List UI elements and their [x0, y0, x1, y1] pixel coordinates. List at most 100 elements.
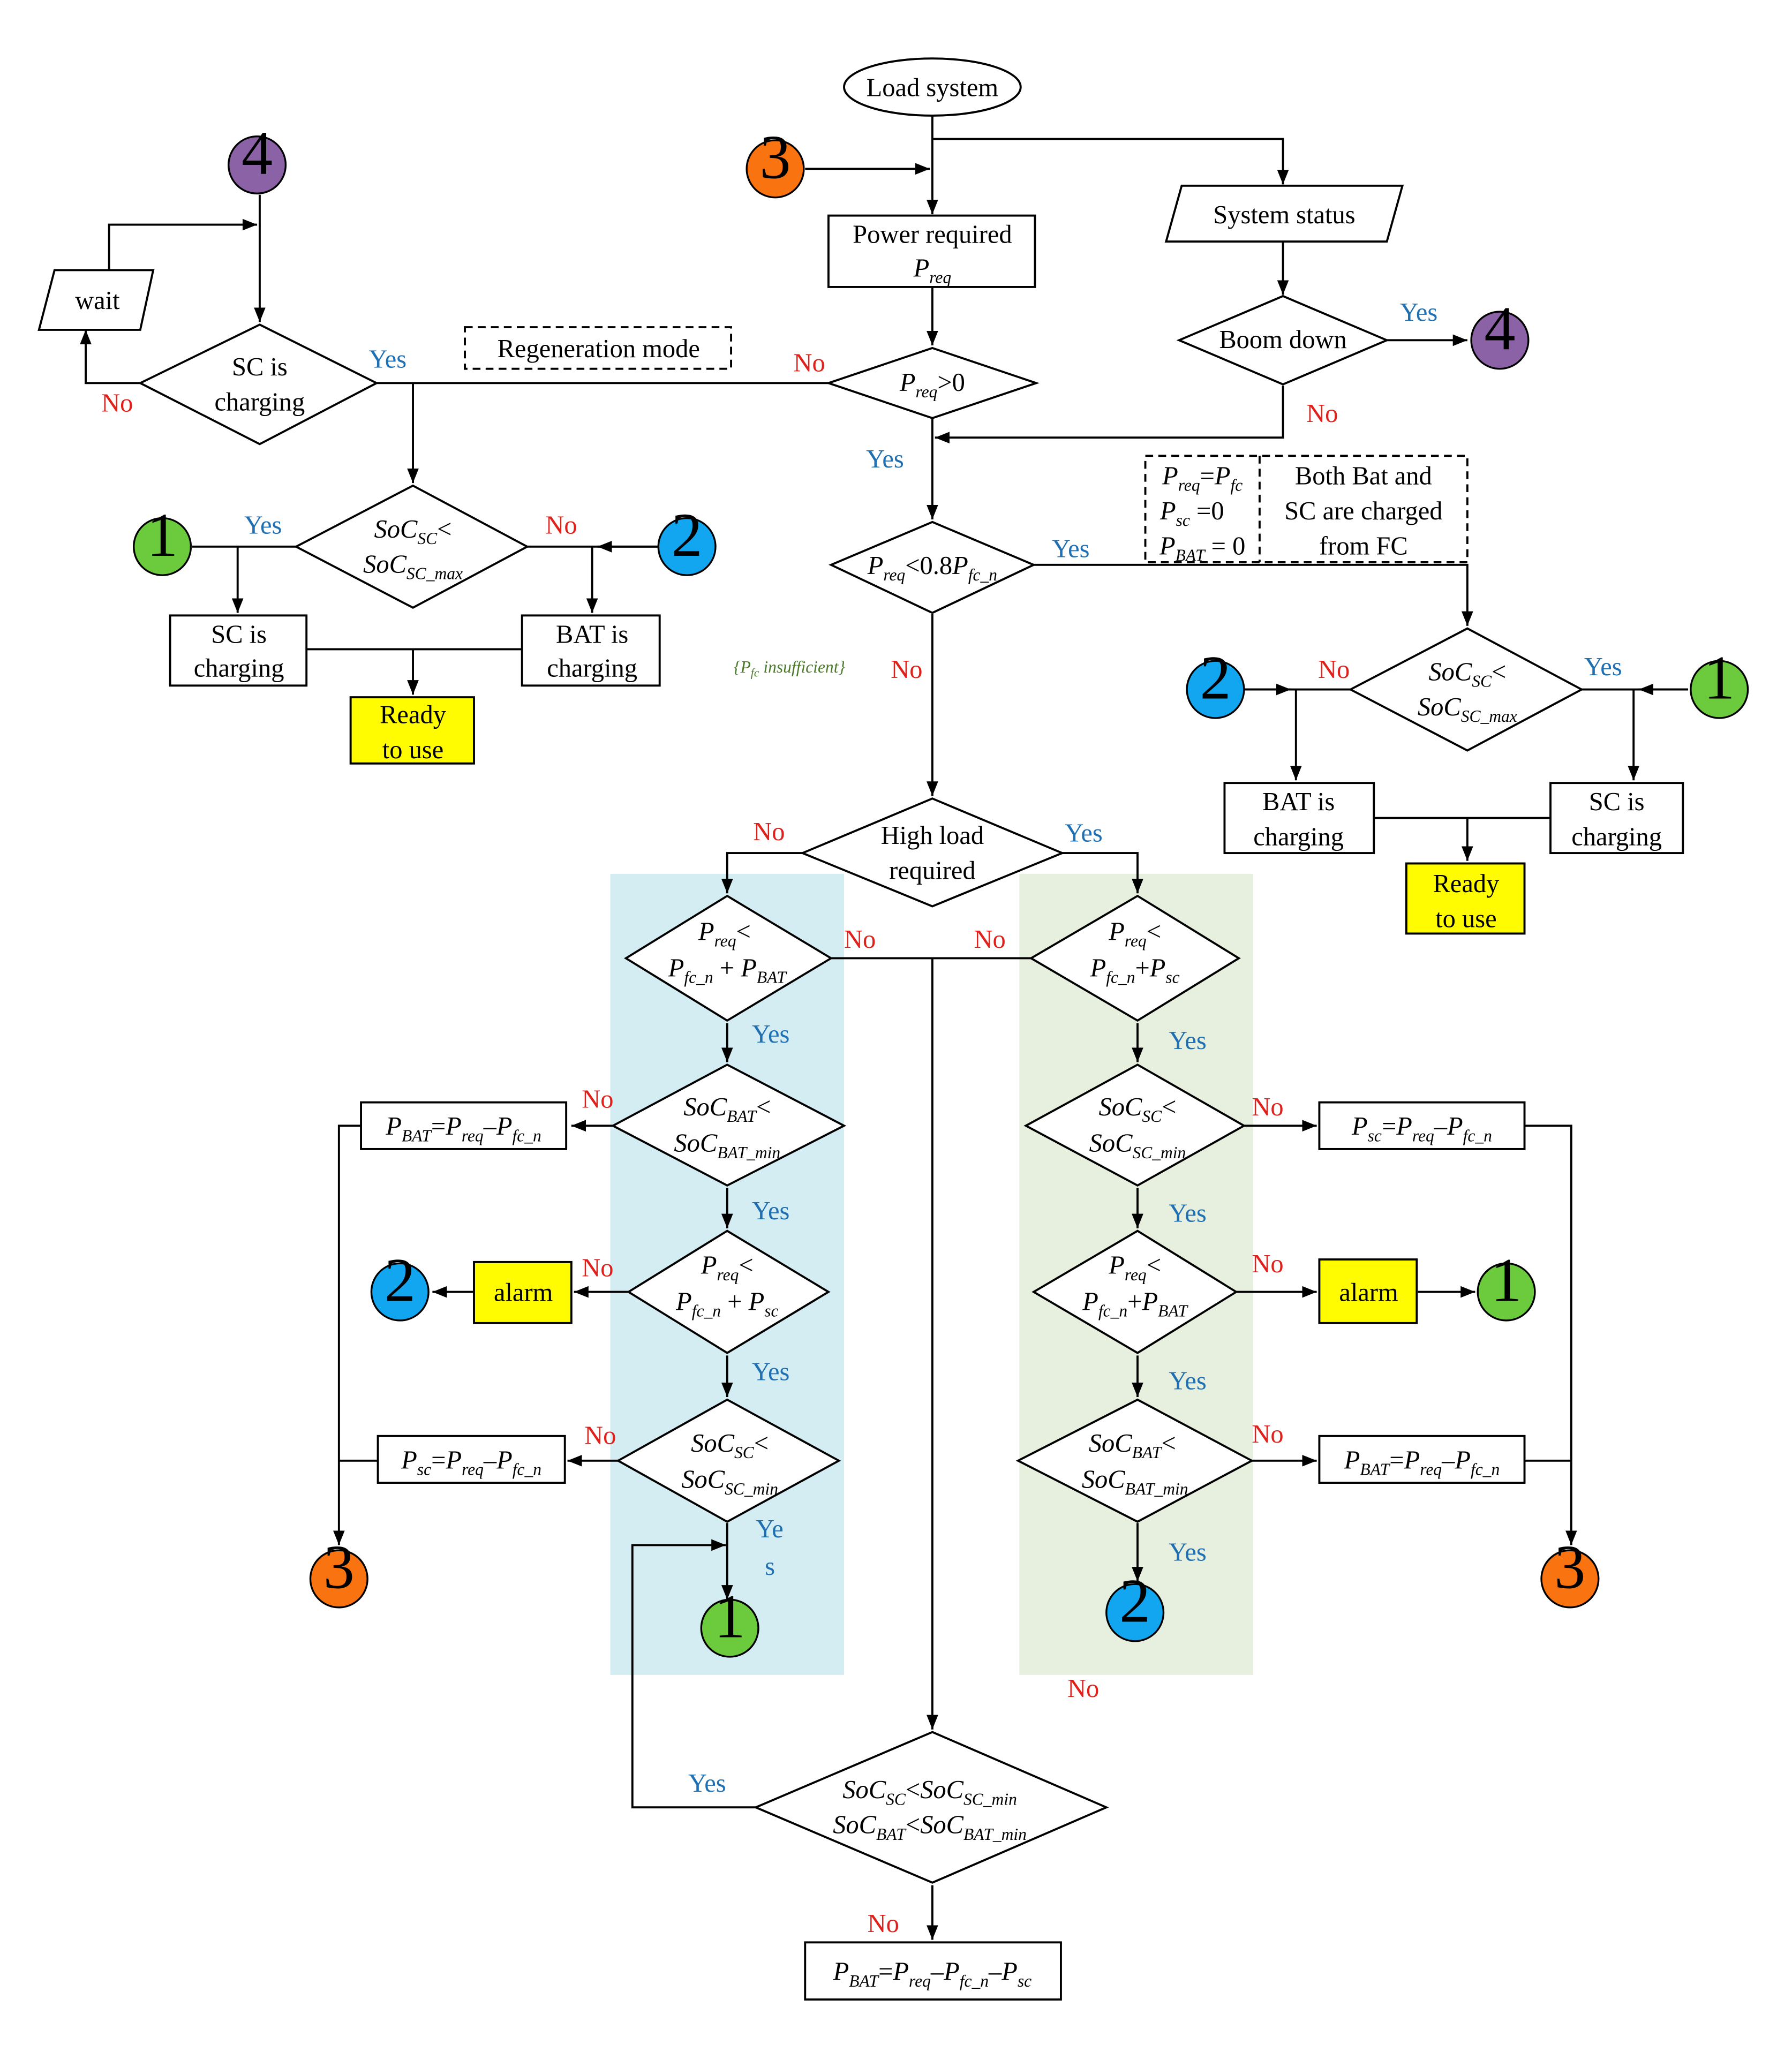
psc-formula-box-left	[377, 1435, 566, 1484]
high-load-label-1: High load	[881, 821, 984, 850]
to-use-left-label: to use	[382, 736, 443, 764]
both-soc-min-decision	[753, 1731, 1109, 1884]
boom-down-decision	[1176, 295, 1390, 386]
power-required-process	[827, 214, 1036, 288]
charging-left-label: charging	[194, 654, 284, 682]
bat-charging-box-right	[1223, 782, 1375, 855]
to-use-right-label: to use	[1435, 904, 1496, 933]
connector-1-right-label: 1	[1704, 644, 1735, 713]
system-status-io	[1164, 184, 1404, 243]
soc-sc-min-left-line1: SoCSC<	[691, 1429, 769, 1462]
alarm-left-label: alarm	[494, 1279, 553, 1307]
yes-soc-sc-min-left-2: s	[765, 1552, 775, 1581]
sc-charging-box-right	[1549, 782, 1684, 855]
connector-1-bottom	[700, 1598, 759, 1658]
connector-2-left-label: 2	[672, 501, 703, 570]
preq-fc-sc-right-line2: Pfc_n+Psc	[1090, 954, 1180, 986]
connector-2-alarm	[370, 1262, 430, 1322]
connector-1-left	[133, 517, 192, 576]
pbat-final-formula-label: PBAT=Preq–Pfc_n–Psc	[833, 1958, 1032, 1990]
sc-charging-right-label: charging	[1571, 823, 1662, 851]
fc-note-pbat: PBAT = 0	[1159, 532, 1245, 564]
preq-fc-sc-decision-right	[1029, 894, 1241, 1022]
yes-high-load: Yes	[1065, 819, 1103, 847]
soc-sc-max-decision-right	[1348, 627, 1584, 752]
no-preq-fc-sc-right: No	[974, 925, 1005, 954]
connector-1-bottom-label: 1	[714, 1582, 746, 1651]
no-preq-08: No	[891, 655, 922, 684]
no-preq-positive: No	[793, 349, 825, 378]
connector-2-left	[657, 517, 717, 576]
preq-positive-decision	[825, 346, 1040, 419]
connector-3-top-label: 3	[759, 123, 790, 192]
sc-is-label: SC is	[232, 353, 288, 381]
connector-3-top	[746, 139, 805, 199]
connector-3-left-label: 3	[323, 1533, 355, 1602]
no-soc-sc-max-right: No	[1318, 655, 1350, 684]
yes-preq-08: Yes	[1052, 534, 1090, 563]
connector-2-bottom	[1105, 1583, 1165, 1642]
preq-fc-sc-decision-left	[626, 1229, 831, 1354]
wait-io	[37, 269, 155, 331]
yes-soc-sc-max-right: Yes	[1584, 653, 1622, 681]
soc-sc-max-left-line2: SoCSC_max	[363, 550, 463, 583]
yes-soc-sc-min-left-1: Ye	[756, 1515, 784, 1543]
fc-note-line1: Both Bat and	[1295, 462, 1432, 490]
pbat-final-formula-box	[804, 1941, 1062, 2001]
pfc-insufficient-note: {Pfc insufficient}	[734, 658, 846, 679]
boom-down-label: Boom down	[1219, 326, 1346, 354]
connector-2-alarm-label: 2	[385, 1246, 416, 1315]
bat-charging-right-label: charging	[1253, 823, 1344, 851]
power-required-label: Power required	[853, 221, 1012, 249]
fc-note-line2: SC are charged	[1284, 497, 1442, 525]
preq-positive-label: Preq>0	[899, 368, 965, 401]
fc-note-psc: Psc =0	[1159, 497, 1224, 530]
yes-preq-fc-bat-right: Yes	[1169, 1367, 1207, 1395]
system-status-label: System status	[1213, 201, 1355, 229]
preq-fc-bat-line1: Preq<	[698, 918, 751, 950]
psc-formula-right-label: Psc=Preq–Pfc_n	[1351, 1112, 1492, 1145]
connector-1-alarm-label: 1	[1490, 1246, 1522, 1315]
yes-sc-charging: Yes	[369, 345, 407, 373]
no-high-load: No	[753, 818, 785, 846]
no-soc-sc-max-left: No	[545, 511, 577, 540]
connector-4-top-label: 4	[242, 119, 273, 188]
ready-right-label: Ready	[1433, 870, 1500, 898]
connector-1-right	[1690, 660, 1749, 719]
preq-fc-sc-right-line1: Preq<	[1108, 918, 1161, 950]
bat-is-right-label: BAT is	[1262, 788, 1335, 816]
soc-sc-min-decision-left	[616, 1398, 841, 1523]
pbat-formula-label: PBAT=Preq–Pfc_n	[385, 1112, 541, 1145]
no-soc-bat-min-right: No	[1252, 1420, 1283, 1448]
connector-2-right	[1186, 660, 1245, 719]
connector-2-right-label: 2	[1200, 644, 1231, 713]
bat-charging-box-left	[521, 614, 661, 687]
yes-preq-fc-sc-right: Yes	[1169, 1027, 1207, 1055]
soc-bat-min-decision	[611, 1063, 847, 1187]
soc-sc-min-right-line2: SoCSC_min	[1089, 1129, 1186, 1162]
regeneration-mode-box	[464, 326, 733, 370]
soc-sc-min-left-line2: SoCSC_min	[681, 1466, 778, 1498]
soc-bat-min-line2: SoCBAT_min	[674, 1129, 780, 1162]
wait-label: wait	[75, 286, 120, 315]
no-both-soc-min: No	[868, 1910, 899, 1938]
bat-charging-left-label: charging	[547, 654, 637, 682]
connector-2-bottom-label: 2	[1119, 1566, 1150, 1635]
soc-sc-min-decision-right	[1023, 1063, 1246, 1187]
no-preq-fc-bat: No	[844, 925, 876, 954]
psc-formula-box-right	[1318, 1101, 1526, 1150]
fc-note-line3: from FC	[1319, 532, 1408, 560]
no-preq-fc-bat-right: No	[1252, 1250, 1283, 1278]
soc-sc-max-right-line2: SoCSC_max	[1418, 693, 1517, 726]
preq-fc-bat-decision-right	[1031, 1229, 1238, 1354]
no-soc-sc-min-right: No	[1252, 1093, 1283, 1121]
sc-is-right-label: SC is	[1589, 788, 1645, 816]
connector-4-top	[228, 135, 287, 195]
soc-bat-min-decision-right	[1015, 1398, 1254, 1523]
pbat-formula-right-label: PBAT=Preq–Pfc_n	[1344, 1446, 1500, 1478]
preq-fc-bat-line2: Pfc_n + PBAT	[668, 954, 787, 986]
preq-fc-sc-left-line1: Preq<	[701, 1251, 754, 1284]
yes-both-soc-min: Yes	[688, 1769, 726, 1798]
pbat-formula-box	[360, 1101, 568, 1150]
connector-1-left-label: 1	[147, 501, 178, 570]
